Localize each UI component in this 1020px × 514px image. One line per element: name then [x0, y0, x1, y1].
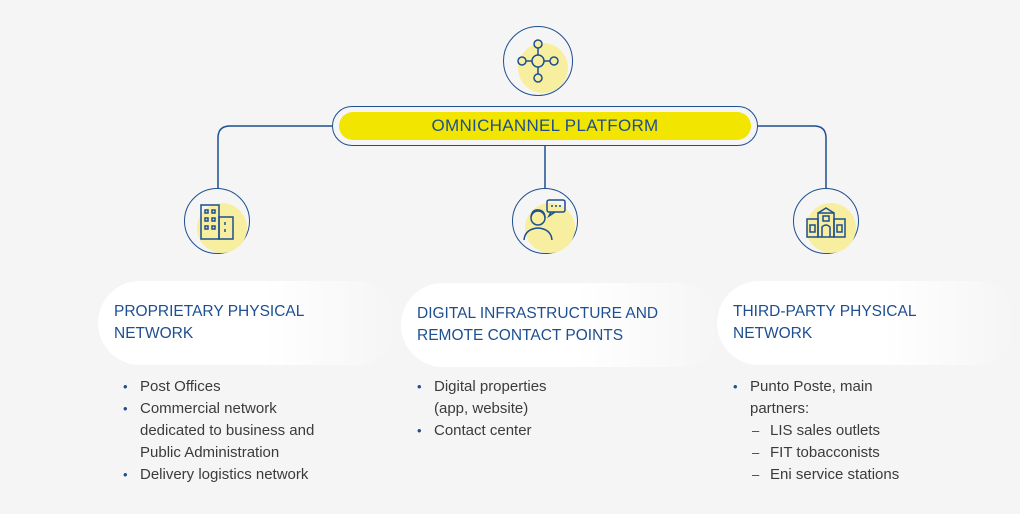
- card-title-line2: NETWORK: [114, 325, 194, 342]
- person-chat-icon: [523, 199, 566, 241]
- office-buildings-icon: [200, 204, 234, 240]
- connector-left: [217, 125, 335, 188]
- right-icon-circle: [793, 188, 859, 254]
- dash-icon: –: [752, 445, 760, 460]
- bullet-icon: •: [417, 423, 422, 438]
- center-icon-circle: [512, 188, 578, 254]
- card-title-line2: NETWORK: [733, 325, 813, 342]
- omnichannel-platform-pill: OMNICHANNEL PLATFORM: [332, 106, 758, 146]
- list-item: • Digital properties (app, website): [417, 378, 547, 417]
- card-title-line1: PROPRIETARY PHYSICAL: [114, 303, 305, 320]
- sub-list-item: – FIT tobacconists: [730, 442, 990, 464]
- dash-icon: –: [752, 423, 760, 438]
- card-title-line1: DIGITAL INFRASTRUCTURE AND: [417, 305, 659, 322]
- list-item: • Commercial network dedicated to busine…: [123, 400, 315, 461]
- bullet-icon: •: [733, 379, 738, 394]
- bullet-icon: •: [123, 467, 128, 482]
- card-digital-infrastructure: DIGITAL INFRASTRUCTURE AND REMOTE CONTAC…: [401, 283, 721, 367]
- platform-label: OMNICHANNEL PLATFORM: [339, 112, 751, 140]
- sub-list-item: – Eni service stations: [730, 464, 990, 486]
- network-icon: [517, 39, 559, 83]
- list-item: • Punto Poste, main partners:: [733, 378, 873, 417]
- card-title-line2: REMOTE CONTACT POINTS: [417, 327, 624, 344]
- dash-icon: –: [752, 467, 760, 482]
- sub-list-item: – LIS sales outlets: [730, 420, 990, 442]
- card-title-line1: THIRD-PARTY PHYSICAL: [733, 303, 917, 320]
- list-item: • Delivery logistics network: [120, 464, 380, 486]
- list-item: • Post Offices: [120, 376, 380, 398]
- card-third-party-physical-network: THIRD-PARTY PHYSICAL NETWORK: [717, 281, 1017, 365]
- list-proprietary: • Post Offices • Commercial network dedi…: [120, 376, 380, 486]
- bullet-icon: •: [123, 401, 128, 416]
- list-digital: • Digital properties (app, website) • Co…: [414, 376, 674, 442]
- card-proprietary-physical-network: PROPRIETARY PHYSICAL NETWORK: [98, 281, 398, 365]
- post-office-building-icon: [806, 207, 846, 238]
- left-icon-circle: [184, 188, 250, 254]
- list-item: • Contact center: [414, 420, 674, 442]
- bullet-icon: •: [123, 379, 128, 394]
- top-icon-circle: [503, 26, 573, 96]
- list-third-party: • Punto Poste, main partners: – LIS sale…: [730, 376, 990, 486]
- connector-right: [756, 125, 827, 188]
- bullet-icon: •: [417, 379, 422, 394]
